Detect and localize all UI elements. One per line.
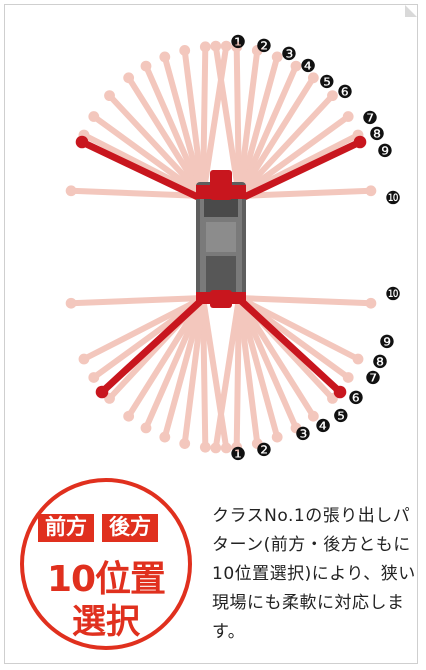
ghost-arm-top — [140, 60, 206, 199]
ghost-arm-bottom — [140, 295, 206, 434]
active-arm-top-right — [234, 135, 367, 204]
position-marker-5: ❺ — [333, 406, 349, 427]
front-tag: 前方 — [38, 514, 94, 542]
position-marker-1: ❶ — [230, 32, 246, 53]
badge-select: 選択 — [72, 602, 140, 642]
active-outriggers — [75, 135, 367, 399]
description-text: クラスNo.1の張り出しパターン(前方・後方ともに10位置選択)により、狭い現場… — [212, 506, 416, 642]
position-marker-8: ❽ — [369, 124, 385, 145]
ghost-arm-top — [236, 111, 354, 199]
ghost-arm-bottom — [236, 295, 283, 443]
position-marker-8: ❽ — [372, 352, 388, 373]
ghost-arm-top — [179, 45, 206, 199]
position-marker-10: ❿ — [385, 284, 401, 305]
ghost-arm-top — [104, 90, 206, 199]
position-marker-4: ❹ — [315, 416, 331, 437]
ghost-arm-bottom — [123, 295, 206, 422]
ghost-arm-top — [210, 40, 242, 199]
outrigger-positions — [65, 40, 377, 454]
position-marker-2: ❷ — [256, 440, 272, 461]
ghost-arm-top — [88, 111, 206, 199]
ghost-arm-bottom — [159, 295, 206, 443]
ghost-arm-bottom — [236, 295, 377, 309]
position-marker-10: ❿ — [385, 188, 401, 209]
rear-tag: 後方 — [102, 514, 158, 542]
active-arm-bottom-right — [234, 294, 347, 399]
position-marker-7: ❼ — [365, 368, 381, 389]
ghost-arm-bottom — [231, 295, 243, 453]
ghost-arm-bottom — [78, 295, 206, 365]
position-marker-6: ❻ — [348, 388, 364, 409]
ghost-arm-bottom — [236, 295, 302, 434]
position-marker-2: ❷ — [256, 36, 272, 57]
position-marker-5: ❺ — [319, 72, 335, 93]
ghost-arm-top — [236, 51, 283, 199]
ghost-arm-bottom — [236, 295, 364, 365]
crane-body — [196, 170, 246, 308]
ghost-arm-bottom — [65, 295, 206, 309]
position-marker-9: ❾ — [379, 332, 395, 353]
position-marker-9: ❾ — [377, 141, 393, 162]
ghost-arm-top — [236, 90, 338, 199]
position-count-badge: 前方 後方 10位置 選択 — [20, 478, 192, 650]
ghost-arm-bottom — [236, 295, 319, 422]
badge-count: 10位置 — [46, 559, 166, 600]
ghost-arm-top — [199, 41, 211, 199]
position-marker-3: ❸ — [295, 424, 311, 445]
corner-fold — [405, 5, 417, 17]
position-marker-7: ❼ — [362, 108, 378, 129]
ghost-arm-top — [159, 51, 206, 199]
active-arm-bottom-left — [95, 294, 208, 399]
ghost-arm-top — [236, 45, 263, 199]
position-marker-4: ❹ — [300, 56, 316, 77]
ghost-arm-top — [123, 72, 206, 199]
ghost-arm-top — [236, 60, 302, 199]
ghost-arm-top — [236, 185, 377, 199]
ghost-arm-top — [231, 41, 243, 199]
ghost-arm-bottom — [210, 295, 242, 454]
ghost-arm-top — [236, 72, 319, 199]
position-marker-3: ❸ — [281, 44, 297, 65]
position-marker-6: ❻ — [337, 82, 353, 103]
ghost-arm-bottom — [236, 295, 263, 449]
ghost-arm-top — [65, 185, 206, 199]
ghost-arm-bottom — [199, 295, 211, 453]
active-arm-top-left — [75, 135, 208, 204]
ghost-arm-bottom — [179, 295, 206, 449]
position-marker-1: ❶ — [230, 444, 246, 465]
